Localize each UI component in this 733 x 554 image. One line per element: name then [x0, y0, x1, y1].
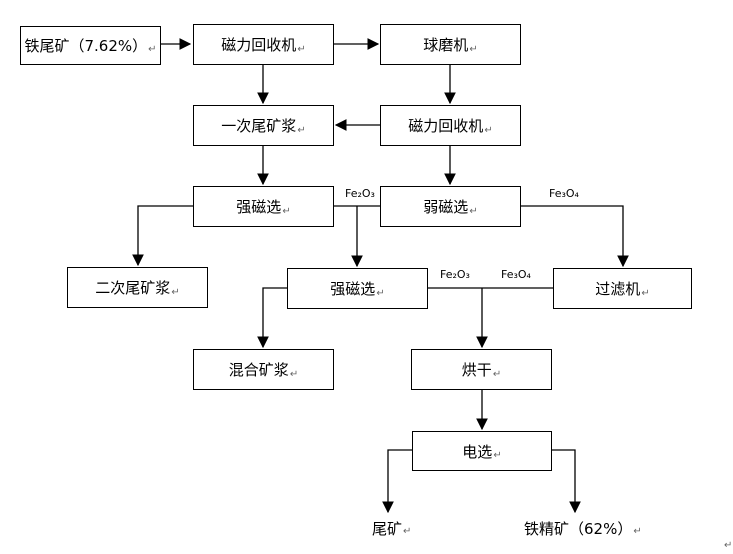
return-mark: ↵ [484, 125, 493, 136]
return-mark: ↵ [493, 450, 502, 461]
node-tailings: 尾矿↵ [372, 520, 412, 538]
node-strong-magnetic-1: 强磁选↵ [193, 186, 334, 227]
edge-label-fe2o3-lower: Fe₂O₃ [440, 268, 470, 281]
node-drying: 烘干↵ [411, 349, 552, 390]
node-primary-tailing-slurry: 一次尾矿浆↵ [193, 105, 334, 146]
node-weak-magnetic: 弱磁选↵ [380, 186, 521, 227]
node-iron-tailings-label: 铁尾矿（7.62%） [24, 37, 148, 55]
node-mixed-slurry-label: 混合矿浆 [228, 361, 289, 379]
node-ball-mill-label: 球磨机 [423, 36, 469, 54]
return-mark: ↵ [376, 288, 385, 299]
node-strong-magnetic-2: 强磁选↵ [287, 268, 428, 309]
node-tailings-label: 尾矿 [372, 520, 403, 538]
return-mark: ↵ [282, 206, 291, 217]
node-secondary-tailing-slurry-label: 二次尾矿浆 [95, 279, 171, 297]
node-strong-magnetic-1-label: 强磁选 [236, 198, 282, 216]
node-magnetic-recovery-1-label: 磁力回收机 [221, 36, 297, 54]
node-filter: 过滤机↵ [553, 268, 692, 309]
node-magnetic-recovery-2-label: 磁力回收机 [408, 117, 484, 135]
return-mark: ↵ [403, 526, 412, 537]
edge-strong1-to-secondary-slurry [132, 205, 193, 267]
edge-electric-to-tailings [382, 449, 412, 514]
node-iron-tailings: 铁尾矿（7.62%）↵ [20, 26, 161, 65]
edge-strong2-to-mixed-slurry [257, 287, 287, 349]
return-mark: ↵ [297, 125, 306, 136]
node-magnetic-recovery-1: 磁力回收机↵ [193, 24, 334, 65]
return-mark: ↵ [171, 287, 180, 298]
node-secondary-tailing-slurry: 二次尾矿浆↵ [67, 267, 208, 308]
return-mark: ↵ [469, 44, 478, 55]
return-mark: ↵ [148, 44, 157, 55]
edge-label-fe3o4-upper: Fe₃O₄ [549, 187, 579, 200]
edge-label-fe3o4-lower: Fe₃O₄ [501, 268, 531, 281]
node-weak-magnetic-label: 弱磁选 [423, 198, 469, 216]
node-mixed-slurry: 混合矿浆↵ [193, 349, 334, 390]
node-primary-tailing-slurry-label: 一次尾矿浆 [221, 117, 297, 135]
node-iron-concentrate-label: 铁精矿（62%） [524, 520, 633, 538]
return-mark: ↵ [641, 288, 650, 299]
edge-weak-to-filter [520, 205, 629, 268]
node-magnetic-recovery-2: 磁力回收机↵ [380, 105, 521, 146]
node-strong-magnetic-2-label: 强磁选 [330, 280, 376, 298]
return-mark: ↵ [492, 369, 502, 380]
return-mark: ↵ [289, 369, 299, 380]
return-mark: ↵ [297, 44, 306, 55]
page-end-mark: ↵ [724, 540, 733, 551]
node-electric-separation: 电选↵ [412, 431, 552, 471]
node-electric-separation-label: 电选 [462, 442, 493, 461]
node-filter-label: 过滤机 [595, 280, 641, 298]
node-ball-mill: 球磨机↵ [380, 24, 521, 65]
return-mark: ↵ [633, 526, 642, 537]
edge-label-fe2o3-upper: Fe₂O₃ [345, 187, 375, 200]
return-mark: ↵ [469, 206, 478, 217]
edge-electric-to-concentrate [552, 449, 581, 514]
node-iron-concentrate: 铁精矿（62%）↵ [524, 520, 642, 538]
node-drying-label: 烘干 [461, 361, 492, 379]
